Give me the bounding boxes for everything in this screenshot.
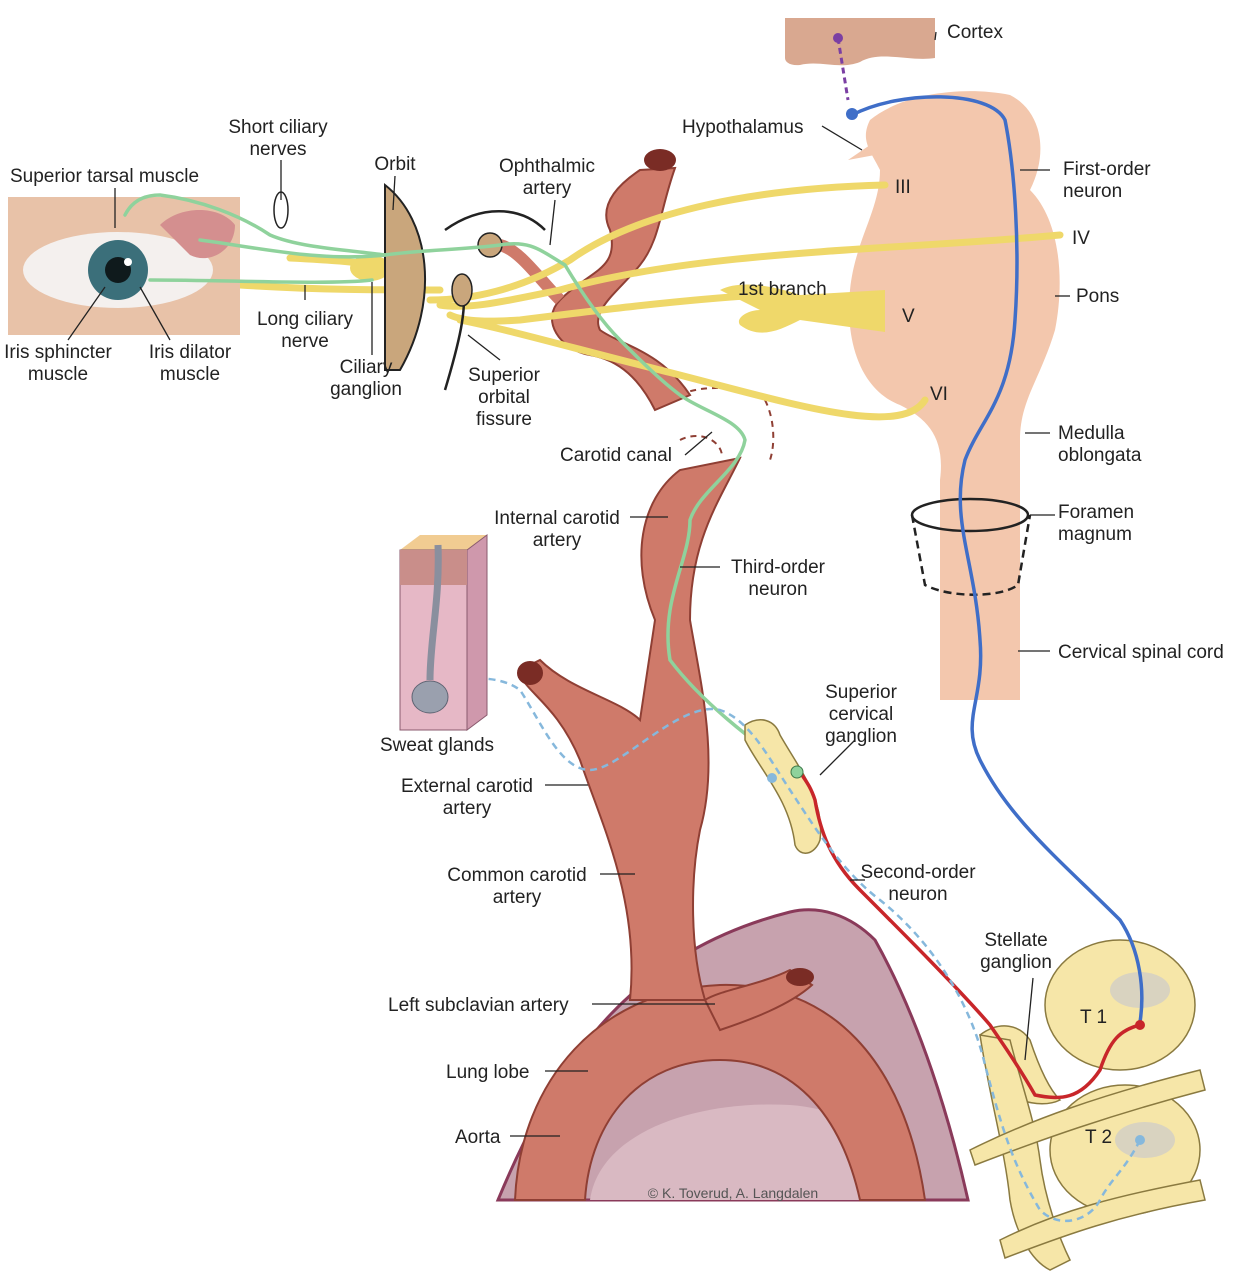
label-medulla-2: oblongata: [1058, 445, 1142, 466]
label-ophthalmic-1: Ophthalmic: [499, 156, 595, 177]
label-first-order-1: First-order: [1063, 159, 1151, 180]
nerve-iii-path: [426, 181, 889, 304]
nerve-vi-path: [456, 316, 929, 421]
external-carotid-opening: [517, 661, 543, 685]
label-sweat-glands: Sweat glands: [380, 735, 494, 756]
label-pons: Pons: [1076, 286, 1119, 307]
first-order-neuron-body: [846, 108, 858, 120]
third-order-neuron-paths: [123, 193, 797, 772]
skin-block-top: [400, 535, 487, 550]
sweat-gland-coil: [411, 680, 449, 714]
label-sup-cervical-1: Superior: [825, 682, 897, 703]
label-orbit: Orbit: [374, 154, 416, 175]
label-long-ciliary-1: Long ciliary: [257, 309, 354, 330]
sup-orbital-fissure-top: [444, 210, 546, 232]
label-first-branch: 1st branch: [738, 279, 827, 300]
label-second-order-1: Second-order: [860, 862, 976, 883]
labels: Cortex Hypothalamus Short ciliary nerves…: [4, 22, 1224, 1201]
internal-carotid-opening: [644, 149, 676, 171]
left-subclavian-opening: [786, 968, 814, 986]
label-external-carotid-2: artery: [443, 798, 492, 819]
label-first-order-2: neuron: [1063, 181, 1122, 202]
sweat-duct: [426, 544, 442, 681]
cortex-neuron: [833, 33, 843, 43]
label-nerve-iii: III: [895, 177, 911, 198]
label-t2: T 2: [1085, 1127, 1112, 1148]
label-cervical-cord: Cervical spinal cord: [1058, 642, 1224, 663]
label-internal-carotid-2: artery: [533, 530, 582, 551]
label-ophthalmic-2: artery: [523, 178, 572, 199]
label-stellate-1: Stellate: [984, 930, 1047, 951]
sweat-pathway-path: [449, 677, 1142, 1223]
sweat-pathway-body-t2: [1135, 1135, 1145, 1145]
rib-t2: [999, 1179, 1206, 1259]
label-sup-orbital-2: orbital: [478, 387, 530, 408]
label-sup-cervical-2: cervical: [829, 704, 893, 725]
sweat-pathway-body-scg: [767, 773, 777, 783]
label-cortex: Cortex: [947, 22, 1003, 43]
carotid-canal-outline: [679, 387, 775, 461]
ciliary-ganglion-shape: [350, 255, 390, 281]
label-iris-dilator-1: Iris dilator: [149, 342, 232, 363]
label-aorta: Aorta: [455, 1127, 501, 1148]
label-short-ciliary-2: nerves: [249, 139, 306, 160]
nerve-branch-path: [446, 291, 764, 325]
label-t1: T 1: [1080, 1007, 1107, 1028]
label-sup-orbital-1: Superior: [468, 365, 540, 386]
first-order-neuron-path: [851, 95, 1144, 1023]
tarsal-gland: [160, 210, 235, 259]
hypothalamus-tip: [848, 145, 875, 160]
label-ciliary-ganglion-2: ganglion: [330, 379, 402, 400]
cortex-projection-line: [836, 37, 850, 101]
label-superior-tarsal: Superior tarsal muscle: [10, 166, 199, 187]
vertebra-t1: [1044, 939, 1196, 1071]
leader-lines: [67, 31, 1070, 1137]
label-foramen-2: magnum: [1058, 524, 1132, 545]
label-stellate-2: ganglion: [980, 952, 1052, 973]
superior-cervical-ganglion-shape: [744, 719, 822, 854]
label-long-ciliary-2: nerve: [281, 331, 329, 352]
trigeminal-ganglion-shape: [720, 284, 885, 333]
label-iris-dilator-2: muscle: [160, 364, 220, 385]
label-second-order-2: neuron: [888, 884, 947, 905]
left-subclavian-shape: [703, 968, 814, 1032]
label-iris-sphincter-1: Iris sphincter: [4, 342, 112, 363]
label-iris-sphincter-2: muscle: [28, 364, 88, 385]
third-order-neuron-body: [790, 765, 804, 779]
label-foramen-1: Foramen: [1058, 502, 1134, 523]
label-third-order-1: Third-order: [731, 557, 826, 578]
label-sup-cervical-3: ganglion: [825, 726, 897, 747]
orbit-shape: [384, 182, 426, 371]
label-nerve-iv: IV: [1072, 228, 1090, 249]
fissure-foramen-2: [451, 273, 473, 307]
label-credit: © K. Toverud, A. Langdalen: [648, 1185, 818, 1201]
label-medulla-1: Medulla: [1058, 423, 1125, 444]
label-internal-carotid-1: Internal carotid: [494, 508, 620, 529]
label-nerve-vi: VI: [930, 384, 948, 405]
aorta-shape: [513, 983, 927, 1201]
label-third-order-2: neuron: [748, 579, 807, 600]
label-ciliary-ganglion-1: Ciliary: [340, 357, 393, 378]
eye-highlight: [124, 258, 132, 266]
label-lung-lobe: Lung lobe: [446, 1062, 529, 1083]
nerve-iv-path: [436, 231, 1064, 310]
label-nerve-v: V: [902, 306, 915, 327]
label-short-ciliary-1: Short ciliary: [228, 117, 328, 138]
label-sup-orbital-3: fissure: [476, 409, 532, 430]
label-common-carotid-1: Common carotid: [447, 865, 586, 886]
label-hypothalamus: Hypothalamus: [682, 117, 803, 138]
second-order-neuron-body: [1135, 1020, 1145, 1030]
skin-block-side: [466, 534, 488, 731]
rib-t1: [969, 1069, 1206, 1166]
cortex-shape: [785, 18, 935, 66]
label-external-carotid-1: External carotid: [401, 776, 533, 797]
skin-epidermis: [400, 550, 467, 585]
label-left-subclavian: Left subclavian artery: [388, 995, 569, 1016]
label-carotid-canal: Carotid canal: [560, 445, 672, 466]
label-common-carotid-2: artery: [493, 887, 542, 908]
second-order-neuron-path: [798, 771, 1141, 1100]
